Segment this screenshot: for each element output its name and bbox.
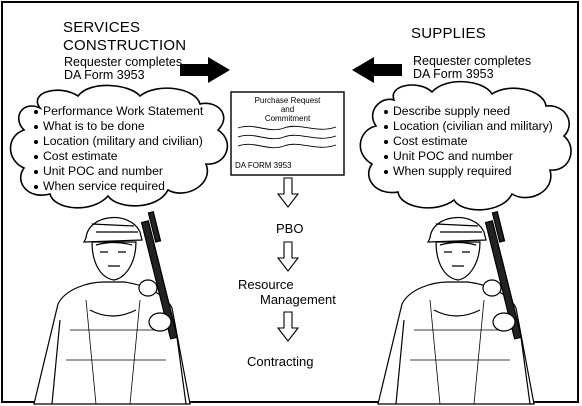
list-item: Cost estimate xyxy=(34,149,203,164)
supplies-requirements-list: Describe supply need Location (civilian … xyxy=(384,104,553,179)
list-item: Location (civilian and military) xyxy=(384,119,553,134)
construction-title: CONSTRUCTION xyxy=(63,37,187,54)
list-item: When supply required xyxy=(384,164,553,179)
left-thought-cloud xyxy=(9,84,229,209)
list-item: Cost estimate xyxy=(384,134,553,149)
list-item: Location (military and civilian) xyxy=(34,134,203,149)
right-requester-line2: DA Form 3953 xyxy=(413,67,494,81)
flow-step-resource: Resource xyxy=(238,277,294,292)
supplies-title: SUPPLIES xyxy=(411,25,486,42)
down-arrow-icon xyxy=(276,177,300,208)
arrow-left-icon xyxy=(352,57,402,83)
soldier-icon xyxy=(377,210,535,405)
right-thought-cloud xyxy=(359,80,572,211)
left-requester-line1: Requester completes xyxy=(64,55,183,69)
form-title-line1: Purchase Request xyxy=(254,96,321,105)
left-requester-line2: DA Form 3953 xyxy=(64,68,145,82)
list-item: Describe supply need xyxy=(384,104,553,119)
services-requirements-list: Performance Work Statement What is to be… xyxy=(34,104,203,194)
list-item: What is to be done xyxy=(34,119,203,134)
flow-step-management: Management xyxy=(260,292,336,307)
form-title-line3: Commitment xyxy=(264,114,311,124)
soldier-icon xyxy=(33,210,191,405)
form-title-line2: and xyxy=(280,105,295,115)
list-item: Unit POC and number xyxy=(34,164,203,179)
list-item: When service required xyxy=(34,179,203,194)
down-arrow-icon xyxy=(276,311,300,342)
flow-step-pbo: PBO xyxy=(276,221,304,236)
services-title: SERVICES xyxy=(63,19,141,36)
right-requester-line1: Requester completes xyxy=(413,54,532,68)
flow-step-contracting: Contracting xyxy=(247,354,314,369)
form-number: DA FORM 3953 xyxy=(235,161,292,170)
da-form-box xyxy=(230,91,345,176)
down-arrow-icon xyxy=(276,241,300,272)
arrow-right-icon xyxy=(180,57,230,83)
form-title: Purchase Request and Commitment xyxy=(233,96,342,124)
list-item: Performance Work Statement xyxy=(34,104,203,119)
list-item: Unit POC and number xyxy=(384,149,553,164)
